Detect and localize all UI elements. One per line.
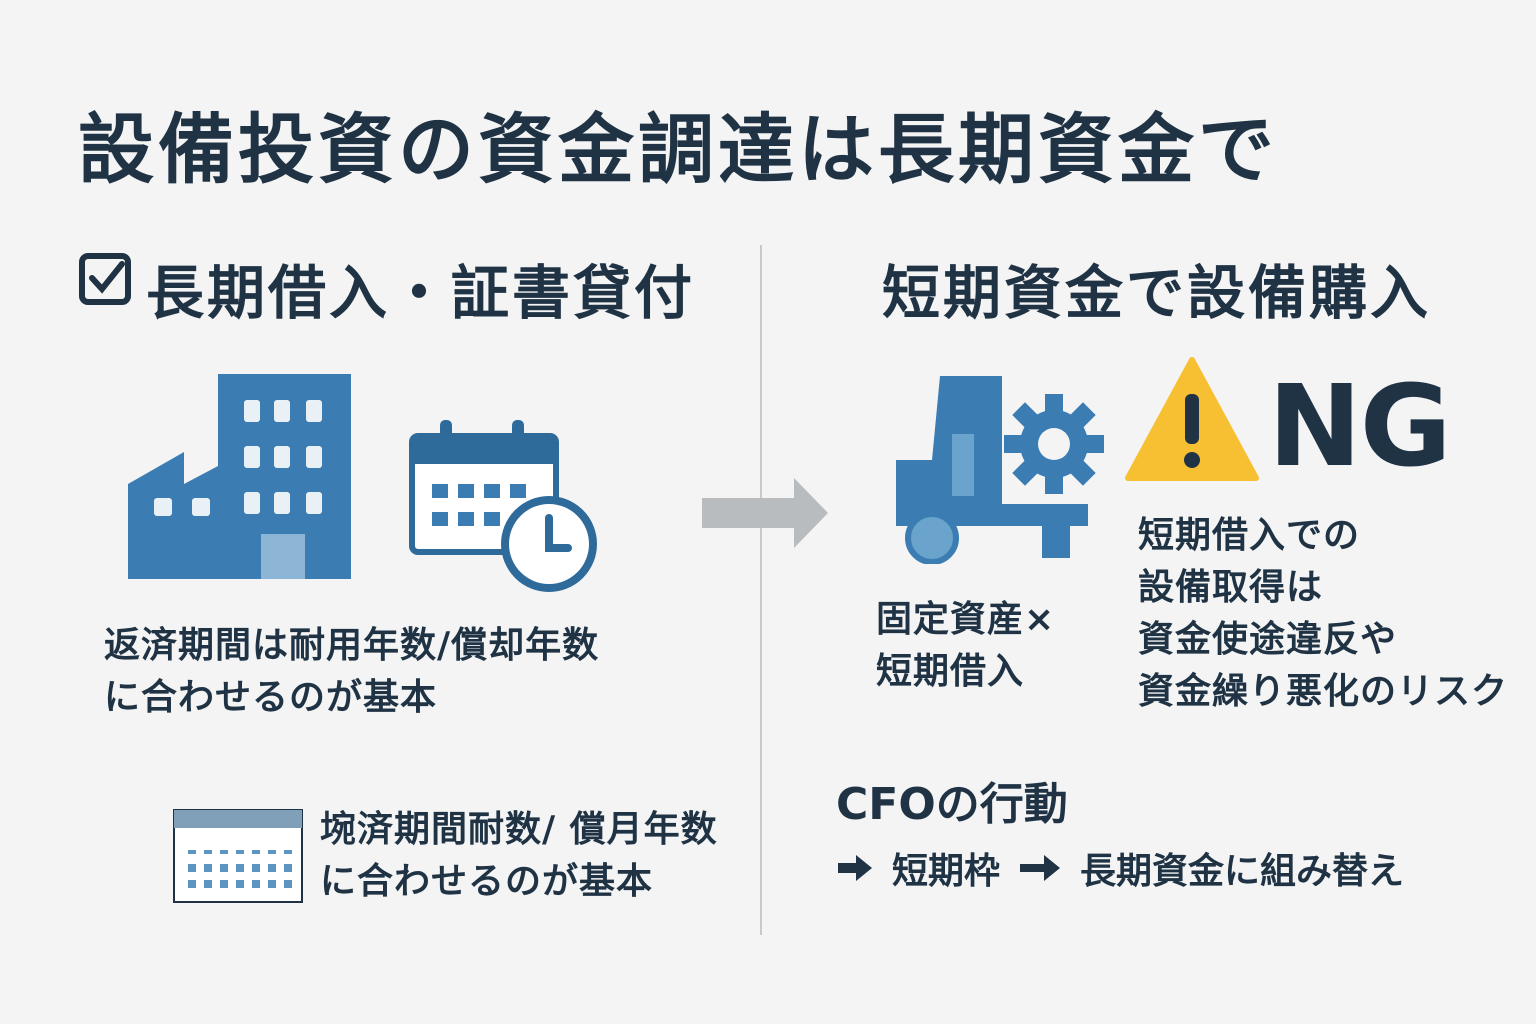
caption-line: 設備取得は	[1138, 567, 1324, 608]
caption-line: 返済期間は耐用年数/償却年数	[104, 625, 600, 666]
arrow-right-icon	[702, 478, 828, 548]
right-heading: 短期資金で設備購入	[882, 259, 1432, 327]
asset-caption: 固定資産× 短期借入	[876, 594, 1055, 698]
caption-line: 短期借入	[876, 651, 1025, 692]
caption-line: に合わせるのが基本	[320, 861, 654, 902]
caption-line: 固定資産×	[876, 599, 1056, 640]
arrow-right-icon	[1020, 855, 1061, 881]
truck-gear-icon	[896, 376, 1104, 564]
caption-line: 短期借入での	[1138, 515, 1361, 556]
warning-icon	[1125, 357, 1259, 481]
left-caption: 返済期間は耐用年数/償却年数 に合わせるのが基本	[104, 620, 599, 724]
checkbox-checked-icon	[79, 253, 131, 305]
caption-line: 資金使途違反や	[1138, 619, 1398, 660]
page-title: 設備投資の資金調達は長期資金で	[78, 105, 1278, 194]
ng-label: NG	[1268, 362, 1452, 492]
cfo-title: CFOの行動	[836, 779, 1068, 830]
cfo-action: 短期枠 長期資金に組み替え	[836, 842, 1404, 894]
calendar-clock-icon	[409, 420, 597, 592]
factory-building-icon	[128, 374, 351, 579]
cfo-from: 短期枠	[892, 851, 1001, 892]
left-heading: 長期借入・証書貸付	[146, 259, 696, 327]
left-caption-secondary: 埦済期間耐数/ 償月年数 に合わせるのが基本	[320, 804, 718, 908]
caption-line: 資金繰り悪化のリスク	[1138, 671, 1509, 712]
risk-caption: 短期借入での 設備取得は 資金使途違反や 資金繰り悪化のリスク	[1138, 510, 1508, 718]
divider	[760, 245, 762, 935]
calendar-icon	[173, 809, 303, 903]
arrow-right-icon	[838, 855, 872, 881]
caption-line: 埦済期間耐数/ 償月年数	[320, 809, 718, 850]
cfo-to: 長期資金に組み替え	[1080, 851, 1405, 892]
caption-line: に合わせるのが基本	[104, 677, 438, 718]
